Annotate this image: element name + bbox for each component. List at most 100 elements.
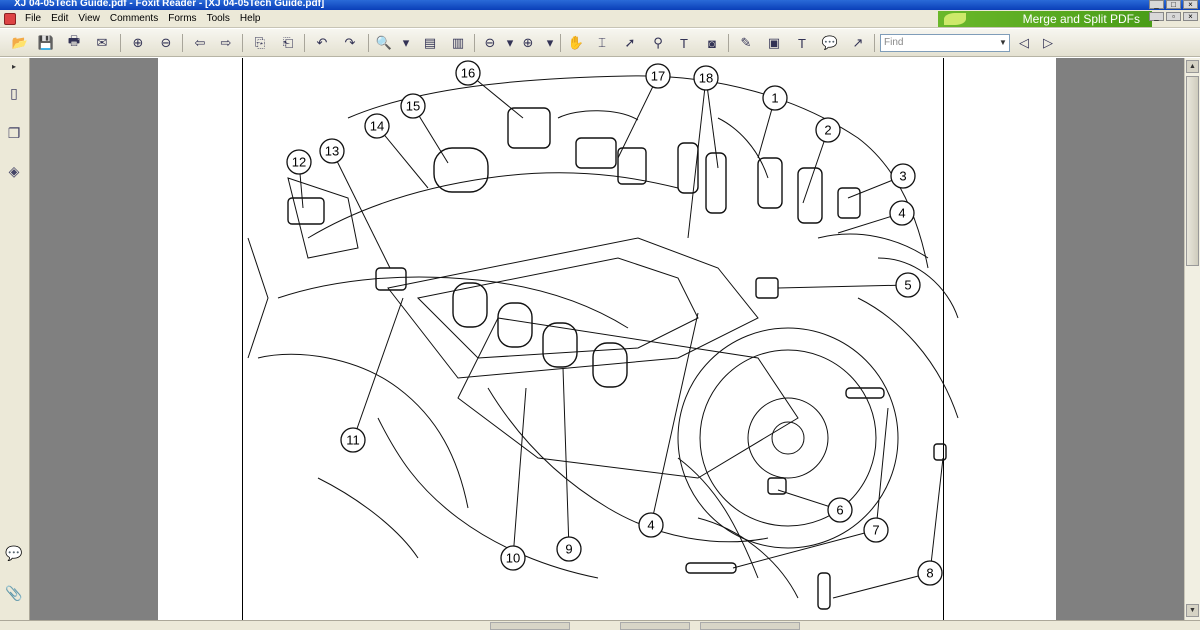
callout-number: 4 [647,518,654,533]
pages-icon[interactable]: ❐ [7,124,21,141]
zoom-out-circle-icon[interactable]: ⊖ [484,35,496,50]
navigation-panel: ▸ ▯ ❐ ◈ 💬 📎 [0,58,30,620]
menu-forms[interactable]: Forms [168,13,197,24]
fit-width-icon[interactable]: ▥ [451,35,465,50]
doc-restore-button[interactable]: ▫ [1166,12,1181,21]
status-zoom[interactable] [700,622,800,630]
menu-view[interactable]: View [78,13,100,24]
callout-number: 10 [506,551,520,566]
undo-icon[interactable]: ↶ [316,35,328,50]
print-icon[interactable]: 🖶 [67,33,81,48]
toolbar-separator [182,34,183,52]
callout-number: 3 [899,169,906,184]
chevron-down-icon[interactable]: ▾ [402,35,410,50]
previous-page-icon[interactable]: ⊕ [132,35,144,50]
vertical-scrollbar[interactable]: ▲ ▼ [1184,58,1200,620]
layers-icon[interactable]: ◈ [8,162,20,179]
scroll-down-arrow-icon[interactable]: ▼ [1186,604,1199,617]
fit-page-icon[interactable]: ▤ [423,35,437,50]
arrow-tool-icon[interactable]: ↗ [852,35,864,50]
attachments-icon[interactable]: 📎 [5,584,23,601]
snapshot-icon[interactable]: ◙ [708,35,716,51]
menu-comments[interactable]: Comments [109,13,159,24]
app-icon[interactable] [4,12,16,25]
comments-panel-icon[interactable]: 💬 [5,544,23,561]
back-arrow-icon[interactable]: ⇦ [194,35,206,50]
menu-tools[interactable]: Tools [206,13,230,24]
callout-number: 2 [824,123,831,138]
callout-number: 6 [836,503,843,518]
callout-10: 10 [500,545,526,571]
zoom-in-circle-icon[interactable]: ⊕ [522,35,534,50]
find-next-icon[interactable]: ▷ [1043,35,1053,50]
merge-split-promo-button[interactable]: Merge and Split PDFs [938,11,1152,27]
page-thumbnails-icon[interactable]: ▯ [10,84,18,101]
zoom-in-icon[interactable]: 🔍 [375,35,393,50]
typewriter-icon[interactable]: T [798,35,806,51]
hand-tool-icon[interactable]: ✋ [567,35,585,50]
doc-close-button[interactable]: × [1183,12,1198,21]
toolbar-separator [728,34,729,52]
callout-leader-lines [298,72,944,599]
menu-edit[interactable]: Edit [51,13,69,24]
callout-8: 8 [917,560,943,586]
callout-17: 17 [645,63,671,89]
callout-9: 9 [556,536,582,562]
menu-help[interactable]: Help [239,13,261,24]
chevron-down-icon[interactable]: ▼ [999,38,1007,47]
toolbar-separator [120,34,121,52]
search-input[interactable]: Find ▼ [880,34,1010,52]
redo-icon[interactable]: ↷ [344,35,356,50]
paste-page-icon[interactable]: ⎗ [282,35,294,50]
open-folder-icon[interactable]: 📂 [11,35,29,50]
maximize-button[interactable]: □ [1166,0,1181,9]
text-tool-icon[interactable]: T [680,35,688,51]
promo-label: Merge and Split PDFs [1022,12,1140,26]
collapse-arrow-icon[interactable]: ▸ [12,62,17,71]
leaf-icon [944,13,966,25]
save-icon[interactable]: 💾 [37,35,55,50]
status-page-number[interactable] [620,622,690,630]
pointer-icon[interactable]: ➚ [624,35,636,50]
email-icon[interactable]: ✉ [96,35,108,50]
text-select-icon[interactable]: ⌶ [598,35,606,50]
minimize-button[interactable]: _ [1149,0,1164,9]
close-button[interactable]: × [1183,0,1198,9]
callout-2: 2 [815,117,841,143]
toolbar-separator [304,34,305,52]
callout-4: 4 [889,200,915,226]
scroll-up-arrow-icon[interactable]: ▲ [1186,60,1199,73]
page-content-frame [242,58,944,620]
scrollbar-thumb[interactable] [1186,76,1199,266]
forward-arrow-icon[interactable]: ⇨ [220,35,232,50]
callout-number: 1 [771,91,778,106]
callout-3: 3 [890,163,916,189]
callout-number: 8 [926,566,933,581]
toolbar: 📂 💾 🖶 ✉ ⊕ ⊖ ⇦ ⇨ ⎘ ⎗ ↶ ↷ 🔍 ▾ ▤ ▥ ⊖ ▾ ⊕ ▾ … [0,29,1200,57]
next-page-icon[interactable]: ⊖ [160,35,172,50]
callout-number: 12 [292,155,306,170]
comment-icon[interactable]: 💬 [821,35,839,50]
callout-18: 18 [693,65,719,91]
engine-block-drawing [247,75,959,599]
component-parts [287,107,947,610]
binoculars-icon[interactable]: ⚲ [653,35,663,50]
find-previous-icon[interactable]: ◁ [1019,35,1029,50]
callout-14: 14 [364,113,390,139]
window-controls: _ □ × [1149,0,1198,9]
pencil-icon[interactable]: ✎ [740,35,752,50]
callout-7: 7 [863,517,889,543]
doc-minimize-button[interactable]: _ [1149,12,1164,21]
note-icon[interactable]: ▣ [767,35,781,50]
status-navigation[interactable] [490,622,570,630]
copy-page-icon[interactable]: ⎘ [254,35,266,50]
chevron-down-icon[interactable]: ▾ [546,35,554,50]
chevron-down-icon[interactable]: ▾ [506,35,514,50]
callout-13: 13 [319,138,345,164]
menu-file[interactable]: File [25,13,42,24]
callout-number: 11 [346,433,360,448]
callout-number: 13 [325,144,339,159]
